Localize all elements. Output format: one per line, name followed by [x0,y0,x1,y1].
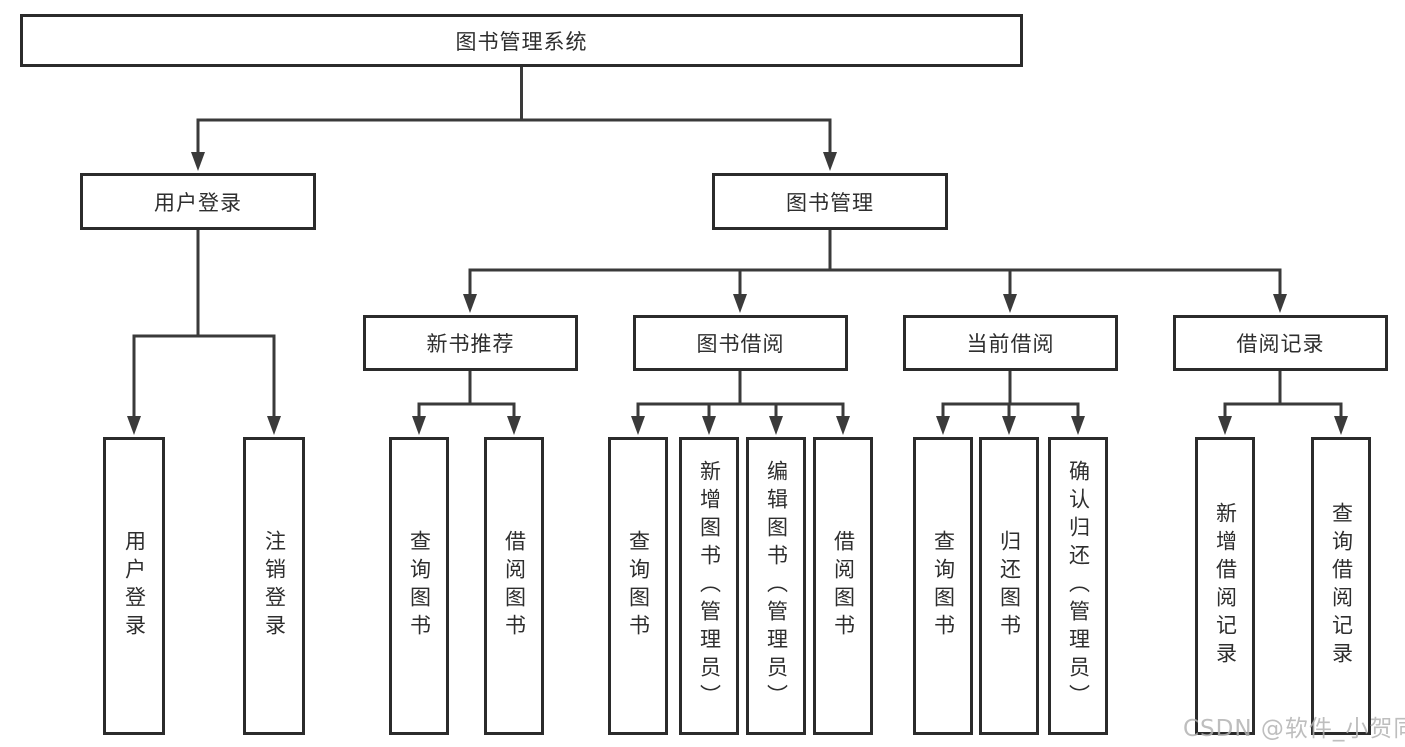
node-label: 图书管理系统 [455,29,588,54]
node-label: 编辑图书（管理员） [764,460,789,712]
node-label: 借阅图书 [502,530,527,642]
leaf-user-login: 用户登录 [103,437,165,735]
node-label: 借阅图书 [831,530,856,642]
leaf-query-books-current: 查询图书 [913,437,973,735]
node-label: 确认归还（管理员） [1066,460,1091,712]
node-label: 新书推荐 [426,332,515,356]
leaf-borrow-books: 借阅图书 [813,437,873,735]
connector-borrowrecord-to-leaves [1223,371,1343,420]
arrowheads [127,152,1348,435]
node-root-library-system: 图书管理系统 [20,14,1023,67]
node-label: 借阅记录 [1236,332,1325,356]
leaf-query-books-borrowing: 查询图书 [608,437,668,735]
leaf-query-borrow-record: 查询借阅记录 [1311,437,1371,735]
node-label: 归还图书 [997,530,1022,642]
leaf-borrow-books-recommend: 借阅图书 [484,437,544,735]
leaf-confirm-return-admin: 确认归还（管理员） [1048,437,1108,735]
leaf-edit-books-admin: 编辑图书（管理员） [746,437,806,735]
leaf-add-books-admin: 新增图书（管理员） [679,437,739,735]
node-label: 查询图书 [407,530,432,642]
node-label: 新增借阅记录 [1213,502,1238,670]
node-book-management-branch: 图书管理 [712,173,948,230]
connector-bookborrow-to-leaves [636,371,845,420]
node-label: 查询借阅记录 [1329,502,1354,670]
connector-bookmgmt-to-level3 [468,230,1282,298]
node-label: 查询图书 [626,530,651,642]
node-label: 图书管理 [786,190,874,215]
node-book-borrowing: 图书借阅 [633,315,848,371]
leaf-logout: 注销登录 [243,437,305,735]
node-new-book-recommend: 新书推荐 [363,315,578,371]
node-label: 新增图书（管理员） [697,460,722,712]
node-label: 用户登录 [154,190,242,215]
leaf-return-books: 归还图书 [979,437,1039,735]
node-label: 查询图书 [931,530,956,642]
node-borrowing-records: 借阅记录 [1173,315,1388,371]
node-current-borrowing: 当前借阅 [903,315,1118,371]
csdn-watermark: CSDN @软件_小贺同学 [1183,716,1405,742]
node-label: 用户登录 [122,530,147,642]
connector-newbook-to-leaves [417,371,516,420]
connector-root-to-level2 [196,67,832,156]
node-user-login-branch: 用户登录 [80,173,316,230]
node-label: 图书借阅 [696,332,785,356]
node-label: 注销登录 [262,530,287,642]
node-label: 当前借阅 [966,332,1055,356]
leaf-query-books-recommend: 查询图书 [389,437,449,735]
connector-userlogin-to-leaves [132,230,276,420]
leaf-add-borrow-record: 新增借阅记录 [1195,437,1255,735]
connector-currentborrow-to-leaves [941,371,1080,420]
